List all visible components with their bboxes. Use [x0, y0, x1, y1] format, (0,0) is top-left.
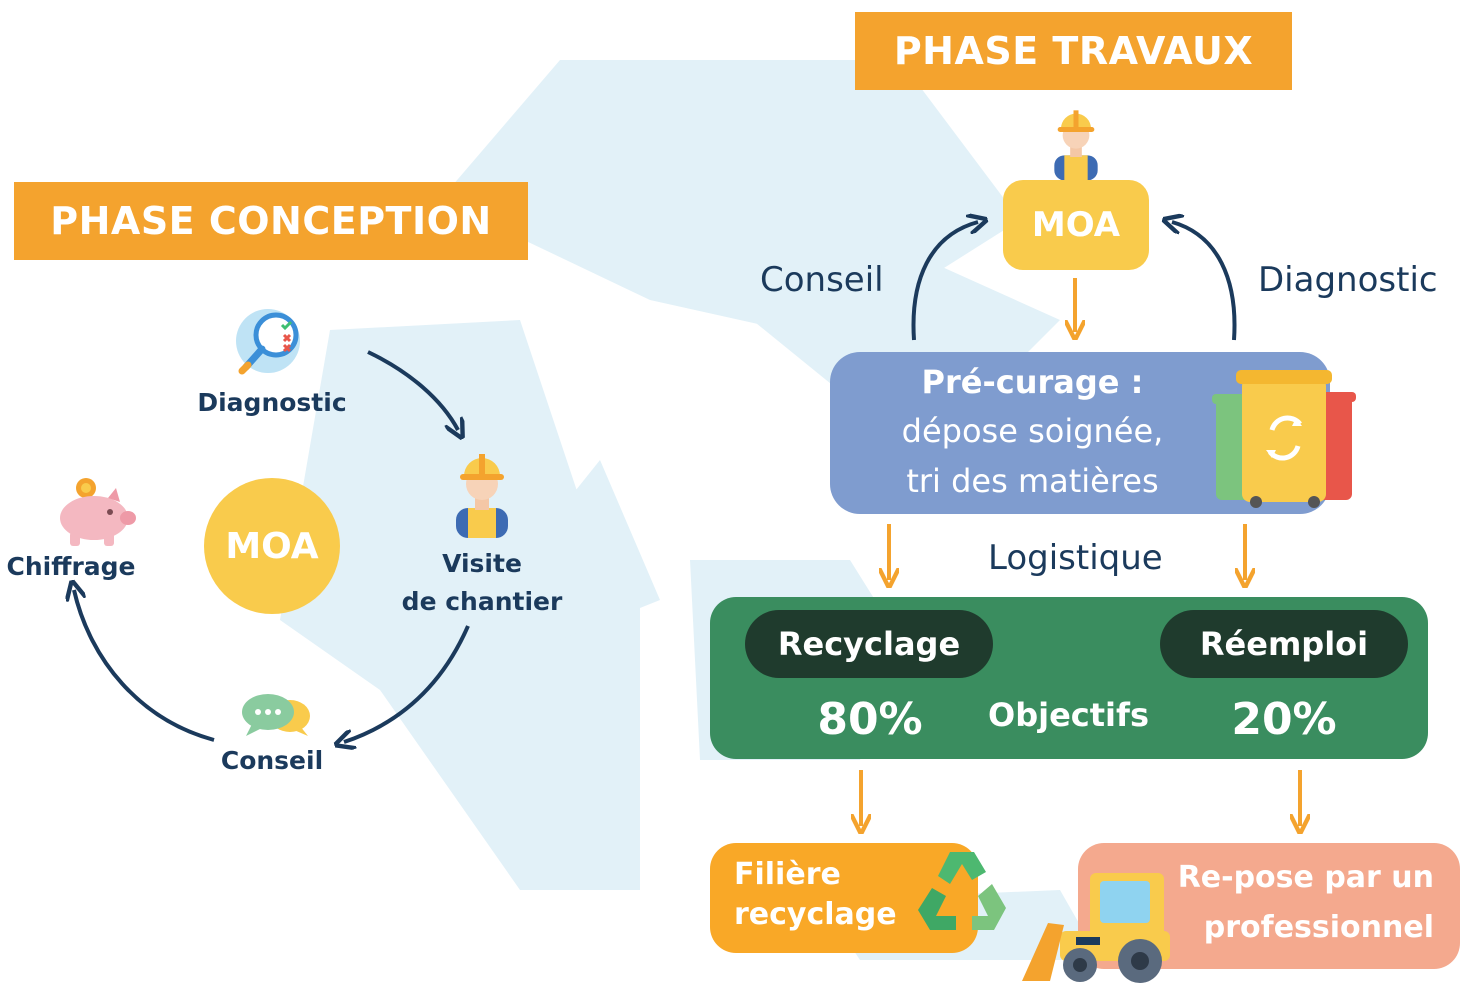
travaux-diagnostic-label: Diagnostic	[1258, 260, 1438, 300]
visite-line2: de chantier	[401, 587, 563, 616]
bulldozer-icon	[1020, 865, 1190, 983]
chat-bubbles-icon	[240, 690, 312, 740]
phase-conception-banner: PHASE CONCEPTION	[14, 182, 528, 260]
arrow-conseil-to-chiffrage	[74, 590, 215, 742]
filiere-line1: Filière	[734, 857, 841, 892]
phase-travaux-banner: PHASE TRAVAUX	[855, 12, 1292, 90]
recycle-symbol-icon	[910, 844, 1014, 944]
visite-line1: Visite	[442, 549, 522, 578]
precurage-title: Pré-curage :	[921, 363, 1144, 401]
reemploi-pill: Réemploi	[1160, 610, 1408, 678]
piggy-bank-icon	[52, 476, 136, 548]
filiere-recyclage-box: Filière recyclage	[710, 843, 978, 953]
magnifier-checklist-icon	[232, 307, 312, 377]
objectifs-label: Objectifs	[988, 696, 1149, 734]
conception-step-chiffrage: Chiffrage	[6, 552, 136, 581]
conception-step-visite: Visite de chantier	[390, 545, 574, 621]
conception-step-diagnostic: Diagnostic	[197, 388, 347, 417]
repose-line1: Re-pose par un	[1177, 860, 1434, 895]
recyclage-pill: Recyclage	[745, 610, 993, 678]
arrow-diagnostic-to-moa	[1172, 222, 1237, 341]
conception-step-conseil: Conseil	[220, 746, 324, 775]
repose-line2: professionnel	[1203, 910, 1434, 945]
travaux-logistique-label: Logistique	[988, 538, 1163, 578]
worker-icon	[446, 446, 518, 538]
phase-travaux-title: PHASE TRAVAUX	[893, 29, 1254, 73]
arrow-visite-to-conseil	[344, 625, 470, 742]
precurage-line1: dépose soignée,	[901, 412, 1164, 450]
phase-conception-title: PHASE CONCEPTION	[50, 199, 492, 243]
precurage-line2: tri des matières	[906, 462, 1159, 500]
reemploi-label: Réemploi	[1199, 625, 1369, 663]
recyclage-percentage: 80%	[817, 694, 923, 745]
worker-icon	[1046, 102, 1106, 182]
conception-moa-label: MOA	[225, 525, 319, 567]
conception-moa-circle: MOA	[204, 478, 340, 614]
recycling-bins-icon	[1210, 360, 1360, 510]
arrow-conseil-to-moa	[911, 222, 978, 341]
travaux-moa-label: MOA	[1031, 205, 1121, 245]
recyclage-label: Recyclage	[777, 625, 961, 663]
arrow-diagnostic-to-visite	[367, 350, 458, 430]
reemploi-percentage: 20%	[1231, 694, 1337, 745]
filiere-line2: recyclage	[734, 897, 897, 932]
travaux-moa-box: MOA	[1003, 180, 1149, 270]
travaux-conseil-label: Conseil	[760, 260, 884, 300]
